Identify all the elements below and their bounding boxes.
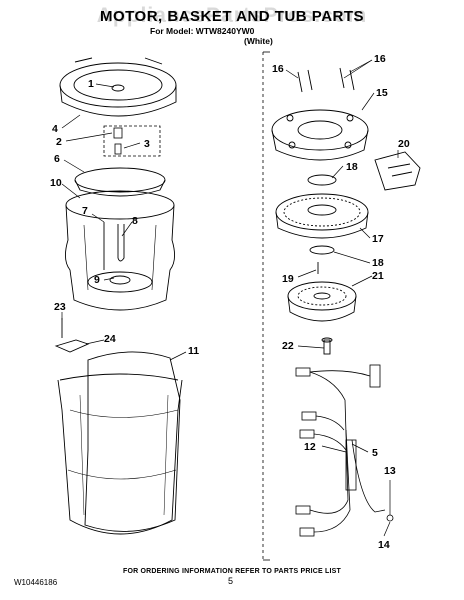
color-line: (White) xyxy=(244,36,273,46)
callout-19: 19 xyxy=(282,273,294,285)
callout-12: 12 xyxy=(304,441,316,453)
callout-2: 2 xyxy=(56,136,62,148)
callout-20: 20 xyxy=(398,138,410,150)
callout-8: 8 xyxy=(132,215,138,227)
callout-13: 13 xyxy=(384,465,396,477)
bracket-part xyxy=(54,318,90,353)
callout-7: 7 xyxy=(82,205,88,217)
stator-part xyxy=(287,262,357,322)
callout-labels: 1 2 3 4 5 6 7 8 9 10 11 12 13 14 15 16 1… xyxy=(50,53,410,551)
callout-16-right: 16 xyxy=(374,53,386,65)
callout-9: 9 xyxy=(94,274,100,286)
callout-17: 17 xyxy=(372,233,384,245)
callout-3: 3 xyxy=(144,138,150,150)
callout-1: 1 xyxy=(88,78,94,90)
agitator-cap-part xyxy=(103,125,161,157)
document-code: W10446186 xyxy=(14,578,58,587)
basket-part xyxy=(65,167,175,311)
callout-24: 24 xyxy=(104,333,116,345)
watermark: AppliancePartsPros.com xyxy=(96,4,368,27)
lid-ring-part xyxy=(59,57,177,117)
callout-18-top: 18 xyxy=(346,161,358,173)
sensor-part xyxy=(307,151,421,191)
bolt-part xyxy=(321,337,333,355)
rotor-gear-part xyxy=(275,193,369,255)
callout-5: 5 xyxy=(372,447,378,459)
callout-15: 15 xyxy=(376,87,388,99)
page-title: MOTOR, BASKET AND TUB PARTS xyxy=(99,8,365,25)
callout-4: 4 xyxy=(52,123,58,135)
wire-harness-part xyxy=(295,364,394,537)
callout-6: 6 xyxy=(54,153,60,165)
callout-14: 14 xyxy=(378,539,390,551)
gearcase-mount-part xyxy=(271,67,369,161)
leader-lines xyxy=(61,59,399,537)
page-number: 5 xyxy=(228,576,234,586)
callout-16-left: 16 xyxy=(272,63,284,75)
callout-18-bottom: 18 xyxy=(372,257,384,269)
tub-part xyxy=(57,351,183,535)
callout-22: 22 xyxy=(282,340,294,352)
ordering-note: FOR ORDERING INFORMATION REFER TO PARTS … xyxy=(122,568,342,575)
callout-23: 23 xyxy=(54,301,66,313)
callout-21: 21 xyxy=(372,270,384,282)
callout-11: 11 xyxy=(188,345,199,357)
model-line: For Model: WTW8240YW0 xyxy=(150,26,255,36)
callout-10: 10 xyxy=(50,177,62,189)
